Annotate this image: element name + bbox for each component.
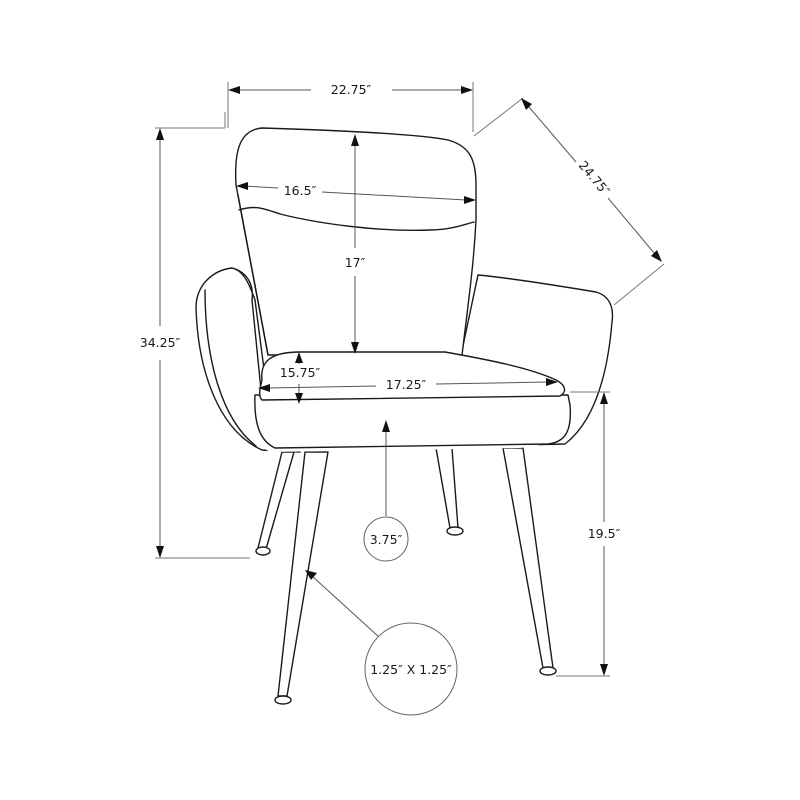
label-overall-width: 22.75″ bbox=[331, 82, 372, 97]
backrest bbox=[234, 127, 477, 356]
dimension-seat-thickness bbox=[295, 352, 303, 404]
seat-cushion bbox=[259, 351, 566, 401]
label-leg-size: 1.25″ X 1.25″ bbox=[370, 662, 452, 677]
dimension-backrest-width bbox=[236, 182, 476, 204]
label-overall-height: 34.25″ bbox=[140, 335, 181, 350]
chair-legs bbox=[255, 447, 557, 705]
dimension-backrest-height bbox=[351, 134, 359, 354]
label-backrest-width: 16.5″ bbox=[284, 183, 317, 198]
callout-leg-size bbox=[305, 570, 458, 716]
seat-base bbox=[210, 300, 572, 452]
label-seat-to-leg: 3.75″ bbox=[370, 532, 403, 547]
callout-seat-to-leg bbox=[363, 420, 409, 562]
label-overall-depth: 24.75″ bbox=[576, 158, 614, 199]
label-backrest-height: 17″ bbox=[345, 255, 366, 270]
label-seat-width: 17.25″ bbox=[386, 377, 427, 392]
dimension-overall-width bbox=[227, 82, 474, 132]
dimension-overall-depth bbox=[473, 97, 665, 306]
label-seat-thickness: 15.75″ bbox=[280, 365, 321, 380]
dimension-seat-width bbox=[258, 378, 558, 392]
dimension-overall-height bbox=[155, 112, 250, 559]
left-armrest bbox=[195, 267, 301, 453]
label-seat-height: 19.5″ bbox=[588, 526, 621, 541]
dimension-seat-height bbox=[556, 391, 610, 677]
